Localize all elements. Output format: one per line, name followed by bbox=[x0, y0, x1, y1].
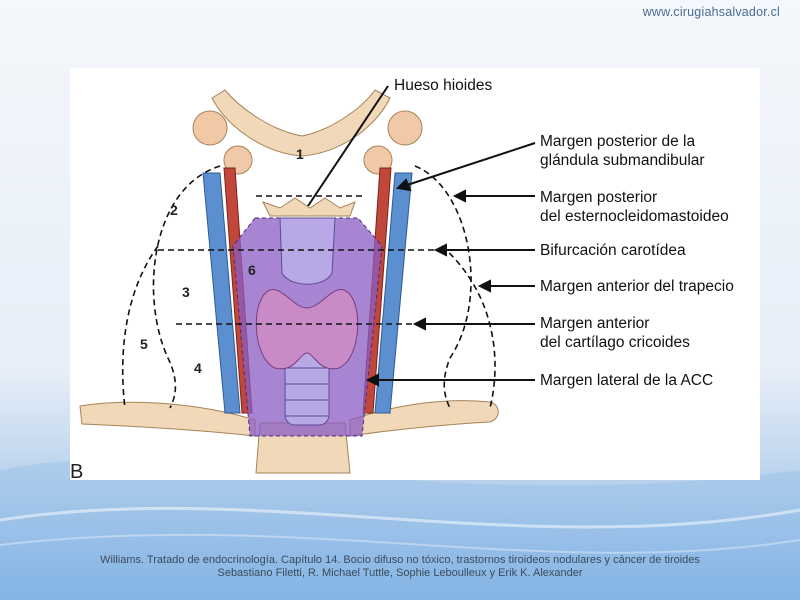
left-gland-b bbox=[223, 145, 253, 175]
larynx bbox=[279, 217, 336, 285]
zone-boundaries bbox=[121, 165, 496, 409]
label-line: Margen posterior bbox=[540, 189, 658, 206]
right-jugular-vein bbox=[374, 172, 413, 414]
hyoid-bone bbox=[261, 197, 356, 217]
caption-line-2: Sebastiano Filetti, R. Michael Tuttle, S… bbox=[217, 567, 583, 579]
right-gland bbox=[387, 110, 423, 146]
neck-anatomy-illustration bbox=[79, 85, 536, 474]
label-line: Margen anterior bbox=[540, 315, 650, 332]
label-margen-lateral-acc: Margen lateral de la ACC bbox=[540, 372, 714, 389]
label-line: glándula submandibular bbox=[540, 152, 705, 169]
zone-label-4: 4 bbox=[194, 360, 202, 376]
right-gland-b bbox=[363, 145, 393, 175]
label-line: Margen posterior de la bbox=[540, 133, 696, 150]
label-bifurcacion-carotidea: Bifurcación carotídea bbox=[540, 242, 686, 259]
label-margen-posterior-submandibular: Margen posterior de la glándula submandi… bbox=[540, 132, 705, 170]
zone-label-5: 5 bbox=[140, 336, 148, 352]
left-jugular-vein bbox=[202, 172, 241, 414]
label-line: del esternocleidomastoideo bbox=[540, 208, 729, 225]
mandible bbox=[211, 89, 391, 157]
label-margen-anterior-trapecio: Margen anterior del trapecio bbox=[540, 278, 734, 295]
left-gland bbox=[192, 110, 228, 146]
thyroid bbox=[255, 289, 359, 370]
zone-label-2: 2 bbox=[170, 202, 178, 218]
pointer-lines bbox=[307, 85, 536, 387]
label-line: del cartílago cricoides bbox=[540, 334, 690, 351]
label-hueso-hioides: Hueso hioides bbox=[394, 77, 493, 94]
anatomy-figure: 1 2 3 4 5 6 Hueso hioides Margen posteri… bbox=[70, 68, 760, 483]
label-margen-anterior-cricoides: Margen anterior del cartílago cricoides bbox=[540, 314, 690, 352]
caption-line-1: Williams. Tratado de endocrinología. Cap… bbox=[100, 554, 700, 566]
source-caption: Williams. Tratado de endocrinología. Cap… bbox=[0, 554, 800, 580]
zone-label-1: 1 bbox=[296, 146, 304, 162]
site-url: www.cirugiahsalvador.cl bbox=[642, 5, 780, 19]
label-margen-posterior-ecm: Margen posterior del esternocleidomastoi… bbox=[540, 188, 729, 226]
zone-label-6: 6 bbox=[248, 262, 256, 278]
zone-label-3: 3 bbox=[182, 284, 190, 300]
panel-letter: B bbox=[70, 461, 84, 483]
